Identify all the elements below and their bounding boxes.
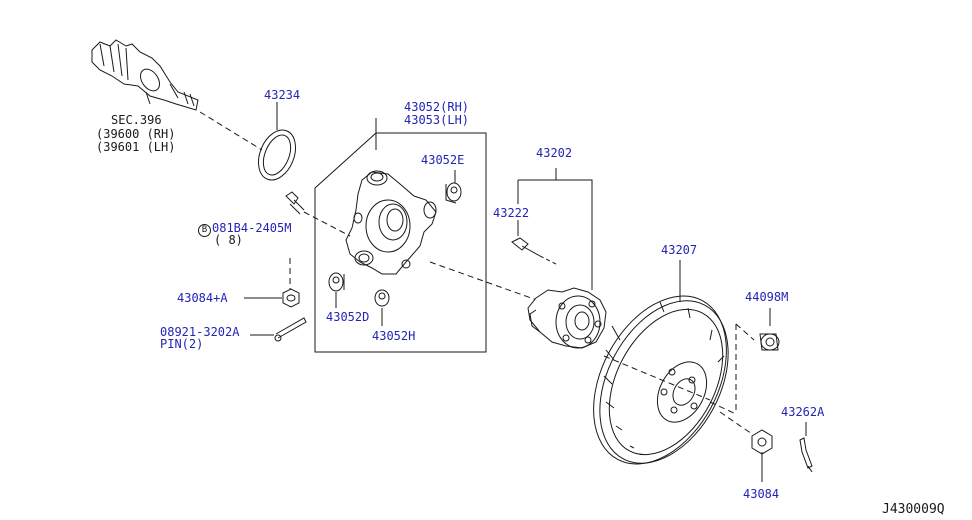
bushing-43052e-illustration bbox=[445, 182, 462, 204]
label-43052e[interactable]: 43052E bbox=[421, 153, 465, 167]
label-43262a[interactable]: 43262A bbox=[781, 405, 825, 419]
label-bolt-qty: ( 8) bbox=[214, 233, 243, 247]
steering-knuckle-illustration bbox=[345, 170, 437, 275]
seal-ring-illustration bbox=[257, 102, 297, 181]
nut-43084a-illustration bbox=[282, 288, 300, 308]
label-bolt-part: 081B4-2405M bbox=[212, 221, 292, 235]
label-43207[interactable]: 43207 bbox=[661, 243, 698, 257]
label-43053-lh[interactable]: 43053(LH) bbox=[404, 113, 470, 127]
drive-shaft-illustration bbox=[91, 39, 199, 111]
label-44098m[interactable]: 44098M bbox=[745, 290, 789, 304]
knuckle-group-frame bbox=[314, 132, 487, 353]
cotter-pin-43262a-illustration bbox=[799, 437, 813, 473]
label-43052-rh[interactable]: 43052(RH) bbox=[404, 100, 470, 114]
knuckle-bolt-illustration bbox=[285, 191, 305, 215]
label-43084[interactable]: 43084 bbox=[743, 487, 780, 501]
label-pin-qty: PIN(2) bbox=[160, 337, 204, 351]
nut-43084-illustration bbox=[751, 429, 773, 455]
bolt-circle-marker: B bbox=[198, 224, 211, 237]
label-43052d[interactable]: 43052D bbox=[326, 310, 370, 324]
wheel-hub-illustration bbox=[527, 287, 607, 349]
label-43202[interactable]: 43202 bbox=[536, 146, 573, 160]
brake-rotor-illustration bbox=[593, 295, 729, 465]
bushing-43052h-illustration bbox=[374, 289, 390, 307]
label-sec-rh[interactable]: (39600 (RH) bbox=[96, 127, 176, 141]
label-43084a[interactable]: 43084+A bbox=[177, 291, 228, 305]
bushing-43052d-illustration bbox=[328, 272, 345, 292]
diagram-code: J430009Q bbox=[882, 502, 945, 517]
hub-cap-illustration bbox=[759, 333, 780, 351]
label-pin-part[interactable]: 08921-3202A bbox=[160, 325, 240, 339]
hub-bolt-43222-illustration bbox=[511, 237, 541, 257]
guide-line-shaft bbox=[199, 111, 263, 151]
label-sec-lh[interactable]: (39601 (LH) bbox=[96, 140, 176, 154]
label-43234[interactable]: 43234 bbox=[264, 88, 301, 102]
label-43052h[interactable]: 43052H bbox=[372, 329, 416, 343]
cotter-pin-illustration bbox=[274, 317, 307, 342]
label-43222[interactable]: 43222 bbox=[493, 206, 530, 220]
label-sec-396[interactable]: SEC.396 bbox=[111, 113, 162, 127]
